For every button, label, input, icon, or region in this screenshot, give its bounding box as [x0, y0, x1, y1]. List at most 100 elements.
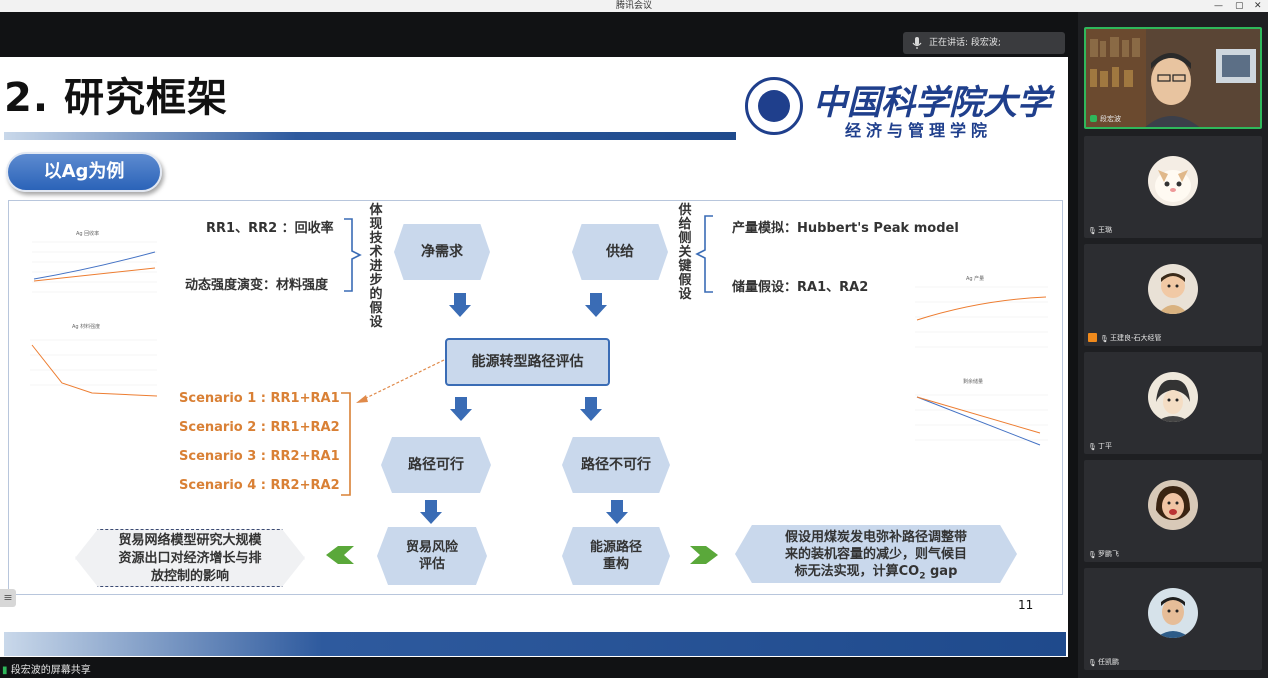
speaker-video — [1086, 29, 1260, 127]
intensity-label: 动态强度演变：材料强度 — [185, 278, 329, 293]
participant-name: 🎙丁平 — [1088, 442, 1112, 451]
participant-name: 🎙王建良-石大经管 — [1088, 333, 1162, 343]
participant-name: 🎙任凯鹏 — [1088, 658, 1119, 667]
arrow-down-infeasible — [580, 397, 602, 421]
scenario-4: Scenario 4 : RR2+RA2 — [179, 478, 340, 493]
supply-node: 供给 — [572, 224, 668, 280]
participant-name: 🎙王璐 — [1088, 226, 1112, 235]
university-logo: 中国科学院大学 经济与管理学院 — [745, 75, 1055, 141]
material-intensity-chart: Ag 材料强度 — [12, 315, 162, 410]
page-number: 11 — [1018, 598, 1034, 612]
mic-off-icon: 🎙 — [1088, 443, 1097, 451]
participant-tile-1[interactable]: 段宏波 — [1084, 27, 1262, 129]
path-rebuild-line1: 能源路径 — [589, 540, 642, 555]
avatar — [1148, 156, 1198, 206]
participant-tile-5[interactable]: 🎙罗鹏飞 — [1084, 460, 1262, 562]
trade-network-line1: 贸易网络模型研究大规模 — [118, 533, 262, 548]
logo-name: 中国科学院大学 — [813, 83, 1051, 123]
window-titlebar: 腾讯会议 — ▢ ✕ — [0, 0, 1268, 12]
recovery-label: RR1、RR2 ：回收率 — [206, 221, 334, 236]
logo-seal-icon — [745, 77, 803, 135]
participant-tile-3[interactable]: 🎙王建良-石大经管 — [1084, 244, 1262, 346]
participant-tile-4[interactable]: 🎙丁平 — [1084, 352, 1262, 454]
example-tag: 以Ag为例 — [6, 152, 162, 192]
dotted-arrow-to-scenarios — [356, 359, 445, 403]
collapse-handle[interactable]: ≡ — [0, 589, 16, 607]
coal-line1: 假设用煤炭发电弥补路径调整带 — [784, 530, 967, 545]
reserve-chart-lines — [915, 394, 1048, 446]
mic-off-icon: 🎙 — [1088, 227, 1097, 235]
path-infeasible-node: 路径不可行 — [562, 437, 670, 493]
shared-screen-area: 正在讲话: 段宏波; 2. 研究框架 中国科学院大学 经济与管理学院 以Ag为例… — [0, 12, 1078, 678]
trade-risk-node: 贸易风险 评估 — [377, 527, 487, 585]
coal-assumption-box: 假设用煤炭发电弥补路径调整带 来的装机容量的减少，则气候目 标无法实现，计算CO… — [735, 525, 1017, 583]
recovery-rate-chart: Ag 回收率 — [12, 217, 162, 307]
recovery-chart-title: Ag 回收率 — [76, 231, 100, 237]
mic-off-icon: 🎙 — [1088, 659, 1097, 667]
production-chart-lines — [915, 286, 1048, 348]
participant-tile-2[interactable]: 🎙王璐 — [1084, 136, 1262, 238]
trade-risk-line1: 贸易风险 — [405, 540, 458, 555]
arrow-down-feasible — [450, 397, 472, 421]
path-feasible-node: 路径可行 — [381, 437, 491, 493]
arrow-down-rebuild — [606, 500, 628, 524]
speaking-indicator: 正在讲话: 段宏波; — [903, 32, 1065, 54]
mic-icon — [912, 37, 922, 49]
avatar — [1148, 480, 1198, 530]
screen-share-label: ▮ 段宏波的屏幕共享 — [2, 664, 91, 678]
participants-panel: 段宏波 🎙王璐 🎙王建良-石大经管 🎙丁平 🎙罗 — [1078, 12, 1268, 678]
production-label: 产量模拟：Hubbert's Peak model — [732, 221, 959, 236]
reserve-chart-title: 剩余储量 — [963, 379, 984, 385]
net-demand-node: 净需求 — [394, 224, 490, 280]
share-label-text: 段宏波的屏幕共享 — [10, 665, 91, 676]
avatar — [1148, 372, 1198, 422]
speaking-text: 正在讲话: 段宏波; — [929, 38, 1001, 48]
window-title: 腾讯会议 — [615, 1, 652, 11]
intensity-chart-lines — [30, 339, 158, 397]
left-bracket — [344, 218, 362, 292]
mic-off-icon: 🎙 — [1088, 551, 1097, 559]
production-chart-title: Ag 产量 — [966, 276, 985, 282]
chevron-right-icon — [690, 546, 718, 564]
arrow-down-demand — [449, 293, 471, 317]
intensity-chart-title: Ag 材料强度 — [72, 324, 101, 330]
arrow-down-trade — [420, 500, 442, 524]
energy-transition-evaluation-node: 能源转型路径评估 — [445, 338, 610, 386]
slide-title: 2. 研究框架 — [4, 75, 228, 121]
trade-network-line2: 资源出口对经济增长与排 — [118, 551, 262, 566]
coal-line2: 来的装机容量的减少，则气候目 — [784, 547, 967, 562]
trade-network-line3: 放控制的影响 — [150, 569, 229, 584]
scenario-bracket — [341, 392, 351, 496]
share-mic-icon: ▮ — [2, 665, 8, 676]
restore-button[interactable]: ▢ — [1235, 1, 1244, 11]
mic-on-icon — [1090, 115, 1097, 122]
arrow-down-supply — [585, 293, 607, 317]
title-underline-bar — [4, 132, 736, 140]
participant-tile-6[interactable]: 🎙任凯鹏 — [1084, 568, 1262, 670]
chevron-left-icon — [326, 546, 354, 564]
reserve-label: 储量假设：RA1、RA2 — [732, 280, 869, 295]
logo-subtitle: 经济与管理学院 — [845, 121, 993, 140]
host-badge-icon — [1088, 333, 1097, 342]
recovery-chart-lines — [32, 241, 157, 293]
participant-name: 段宏波 — [1090, 114, 1121, 124]
remaining-reserve-chart: 剩余储量 — [900, 375, 1050, 470]
minimize-button[interactable]: — — [1214, 1, 1223, 11]
diagram-frame — [8, 200, 1063, 595]
close-button[interactable]: ✕ — [1254, 1, 1262, 11]
avatar — [1148, 588, 1198, 638]
mic-off-icon: 🎙 — [1100, 335, 1109, 343]
scenario-1: Scenario 1 : RR1+RA1 — [179, 391, 340, 406]
trade-risk-line2: 评估 — [418, 557, 445, 572]
tech-assumption-vertical: 体现技术进步的假设 — [369, 203, 383, 330]
avatar — [1148, 264, 1198, 314]
supply-assumption-vertical: 供给侧关键假设 — [678, 203, 692, 302]
trade-network-box: 贸易网络模型研究大规模 资源出口对经济增长与排 放控制的影响 — [75, 529, 305, 587]
scenario-2: Scenario 2 : RR1+RA2 — [179, 420, 340, 435]
production-chart: Ag 产量 — [900, 272, 1050, 367]
scenario-3: Scenario 3 : RR2+RA1 — [179, 449, 340, 464]
path-rebuild-line2: 重构 — [602, 557, 629, 572]
participant-name: 🎙罗鹏飞 — [1088, 550, 1119, 559]
presentation-slide: 2. 研究框架 中国科学院大学 经济与管理学院 以Ag为例 Ag 回收率 A — [0, 57, 1068, 657]
right-bracket — [695, 215, 713, 293]
